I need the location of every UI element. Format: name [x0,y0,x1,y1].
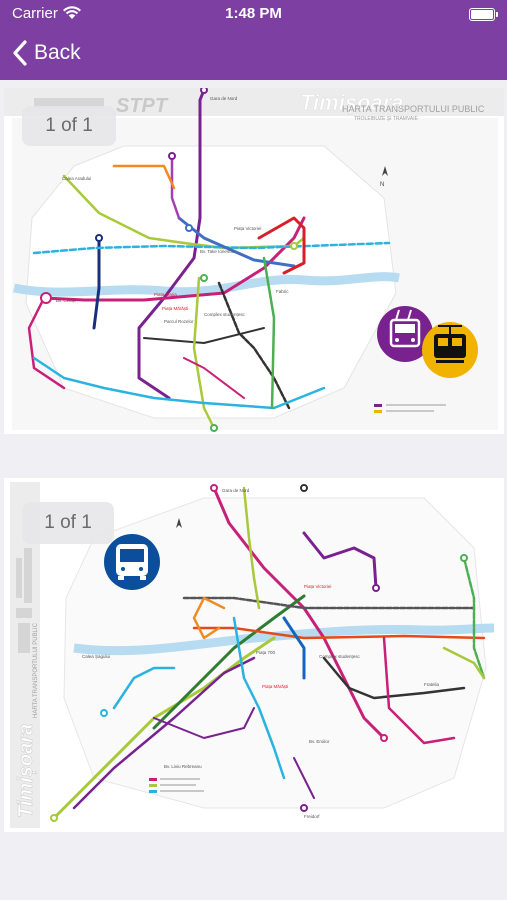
map2-stop-label: Bv. Eroilor [309,739,330,744]
trolleybus-icon [377,306,433,362]
map2-stop-label: Piața 700 [256,650,276,655]
map1-subtitle: HARTA TRANSPORTULUI PUBLIC [342,104,485,114]
north-arrow-icon [176,518,182,528]
map2-stop-label: Complex studențesc [319,654,361,659]
bus-map-image: Timișoara HARTA TRANSPORTULUI PUBLIC [4,478,504,832]
carrier-label: Carrier [12,5,58,22]
page-indicator: 1 of 1 [22,106,116,146]
map2-stop-label: Freidorf [304,814,320,819]
map1-stop-label: Bv. Take Ionescu [200,249,234,254]
map2-stop-label: Piața Mărăști [262,684,288,689]
map1-stop-label: Complex studențesc [204,312,246,317]
map1-city-title: Timișoara [300,90,404,115]
svg-text:N: N [380,182,384,188]
map2-stop-label: Piața Victoriei [304,584,331,589]
map1-stop-label: Gara de Nord [210,96,238,101]
map1-stop-label: Piața Maria [154,292,177,297]
map2-subtitle: HARTA TRANSPORTULUI PUBLIC [33,622,39,718]
chevron-left-icon [13,40,27,66]
map2-stop-label: Bv. Liviu Rebreanu [164,764,202,769]
map1-stop-label: Bv. Cetății [56,298,76,303]
tram-trolleybus-map-image: STPT Timișoara HARTA TRANSPORTULUI PUBLI… [4,88,504,434]
back-button[interactable]: Back [12,36,81,70]
bus-map[interactable]: Timișoara HARTA TRANSPORTULUI PUBLIC [4,478,504,832]
map1-stop-label: Piața Mărăști [162,306,188,311]
map2-city-title: Timișoara [15,724,37,818]
battery-icon [469,8,498,21]
map2-stop-label: Gara de Nord [222,488,250,493]
wifi-icon [63,6,81,19]
status-bar: Carrier 1:48 PM [0,0,507,30]
page-indicator: 1 of 1 [22,502,114,544]
map1-stop-label: Piața Victoriei [234,226,261,231]
navigation-bar: Carrier 1:48 PM Back [0,0,507,80]
map1-brand: STPT [116,95,169,117]
bus-icon [104,534,160,590]
back-label: Back [34,41,81,64]
tram-icon [422,322,478,378]
map2-stop-label: Fratelia [424,682,440,687]
north-arrow-icon [382,166,388,176]
map2-stop-label: Calea Șagului [82,654,110,659]
map1-stop-label: Calea Aradului [62,176,91,181]
map1-stop-label: Parcul Rozelor [164,319,194,324]
map1-stop-label: Fabric [276,289,289,294]
clock: 1:48 PM [225,5,282,22]
map1-subtitle-small: TROLEIBUZE ȘI TRAMVAIE [354,116,419,122]
